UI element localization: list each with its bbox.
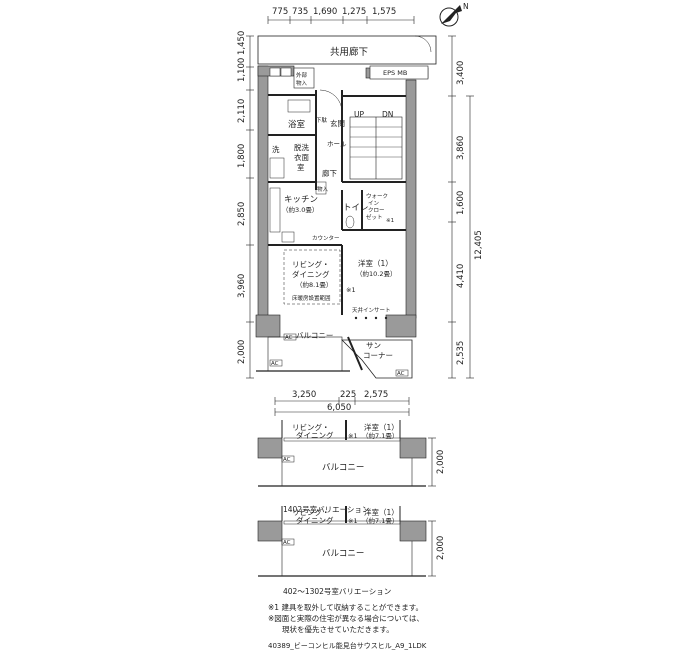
balcony-label: バルコニー (296, 331, 333, 340)
closet-note: ※1 (386, 218, 394, 224)
closet-label-3: クロー (368, 207, 385, 214)
ceiling-insert-label: 天井インサート (352, 306, 391, 314)
ac-label-1: AC (285, 335, 293, 341)
floor-heating-label: 床暖房設置範囲 (292, 294, 331, 302)
counter-label: カウンター (312, 234, 340, 242)
entrance-label: 玄関 (330, 118, 345, 128)
top-dim-3: 1,690 (313, 7, 337, 17)
variation-2-caption: 402～1302号室バリエーション (283, 587, 392, 596)
wash-label: 洗 (272, 144, 280, 154)
v1-western-size: （約7.1畳） (362, 431, 398, 440)
left-dim-4: 1,800 (237, 144, 247, 168)
note-3: 現状を優先させていただきます。 (282, 625, 394, 634)
note-2: ※図面と実際の住宅が異なる場合については、 (268, 614, 424, 623)
right-dim-5: 2,535 (456, 341, 466, 365)
variation-1-caption: 1402号室バリエーション (283, 505, 370, 514)
top-dim-1: 775 (272, 7, 288, 17)
ld-label-2: ダイニング (292, 269, 330, 279)
left-dim-5: 2,850 (237, 202, 247, 226)
top-dim-4: 1,275 (342, 7, 366, 17)
hallway-label: 廊下 (322, 168, 337, 178)
toilet-label: トイレ (343, 203, 369, 213)
outdoor-storage-label-2: 物入 (296, 79, 308, 87)
hall-label: ホール (327, 140, 347, 148)
closet-label-1: ウォーク (366, 192, 388, 200)
right-total-dim: 12,405 (474, 230, 484, 260)
ld-label-1: リビング・ (292, 259, 330, 269)
bottom-dimension-line (274, 397, 410, 416)
kitchen-label: キッチン (284, 195, 318, 205)
v1-western-room: 洋室（1） (364, 422, 399, 432)
bottom-dim-2: 225 (340, 390, 356, 400)
top-dim-2: 735 (292, 7, 308, 17)
closet-label-2: イン (368, 201, 380, 207)
compass-icon: N (439, 2, 469, 27)
bottom-dim-3: 2,575 (364, 390, 388, 400)
v2-western-room: 洋室（1） (364, 507, 399, 517)
right-dimension-line (448, 35, 474, 379)
top-dimension-line (267, 16, 415, 24)
eps-mb-label: EPS MB (383, 69, 407, 77)
right-dim-1: 3,400 (456, 61, 466, 85)
washroom-label-3: 室 (297, 162, 305, 172)
western-room-note: ※1 (346, 286, 356, 294)
closet-label-4: ゼット (366, 213, 383, 221)
v1-ac-label: AC (283, 457, 291, 463)
washroom-label-1: 脱洗 (294, 142, 309, 152)
sunroom-label-2: コーナー (363, 351, 393, 360)
v2-ac-label: AC (283, 540, 291, 546)
bottom-total-dim: 6,050 (327, 403, 351, 413)
v2-western-size: （約7.1畳） (362, 516, 398, 525)
washroom-label-2: 衣面 (294, 152, 309, 162)
v2-balcony-label: バルコニー (322, 549, 364, 559)
v1-ld-label-2: ダイニング (296, 430, 334, 440)
stairs-down-label: DN (382, 110, 393, 119)
stairs-up-label: UP (354, 110, 364, 119)
left-dim-6: 3,960 (237, 274, 247, 298)
left-dim-3: 2,110 (237, 99, 247, 123)
western-room-label: 洋室（1） (358, 258, 393, 268)
ac-label-3: AC (397, 371, 405, 377)
bath-label: 浴室 (288, 119, 306, 130)
right-dim-3: 1,600 (456, 191, 466, 215)
left-dim-1: 1,450 (237, 31, 247, 55)
right-dim-4: 4,410 (456, 264, 466, 288)
v1-ld-label-1: リビング・ (292, 422, 330, 432)
v2-ld-label-1: リビング・ (292, 507, 330, 517)
v2-note: ※1 (348, 517, 358, 525)
v1-balcony-label: バルコニー (322, 463, 364, 473)
corridor-label: 共用廊下 (330, 46, 368, 58)
v1-dim: 2,000 (436, 450, 446, 474)
v2-ld-label-2: ダイニング (296, 515, 334, 525)
footer-id: 40389_ビーコンヒル能見台サウスヒル_A9_1LDK (268, 642, 427, 650)
outdoor-storage-label-1: 外部 (296, 71, 308, 79)
variation-402-1302: リビング・ ダイニング ※1 洋室（1） （約7.1畳） AC バルコニー 2,… (257, 506, 446, 577)
kitchen-size: （約3.0畳） (282, 205, 318, 214)
bottom-dim-1: 3,250 (292, 390, 316, 400)
right-dim-2: 3,860 (456, 136, 466, 160)
note-1: ※1 建具を取外して収納することができます。 (268, 603, 423, 612)
top-dim-5: 1,575 (372, 7, 396, 17)
left-dim-2: 1,100 (237, 58, 247, 82)
main-plan: 共用廊下 EPS MB 外部 物入 (255, 35, 437, 379)
compass-label: N (463, 2, 469, 11)
v1-note: ※1 (348, 432, 358, 440)
ld-size: （約8.1畳） (296, 280, 332, 289)
ac-label-2: AC (271, 361, 279, 367)
storage-label: 物入 (317, 185, 329, 193)
left-dimension-line (246, 35, 254, 379)
v2-dim: 2,000 (436, 536, 446, 560)
sunroom-label-1: サン (366, 341, 381, 350)
variation-1402: リビング・ ダイニング ※1 洋室（1） （約7.1畳） AC バルコニー 2,… (257, 420, 446, 487)
shoe-box-label: 下駄 (316, 116, 328, 124)
left-dim-7: 2,000 (237, 340, 247, 364)
western-room-size: （約10.2畳） (356, 269, 396, 278)
